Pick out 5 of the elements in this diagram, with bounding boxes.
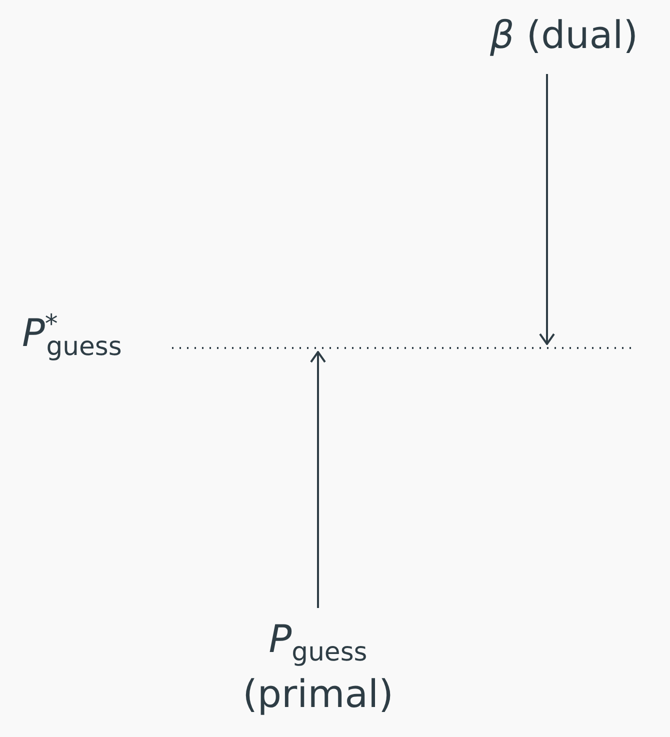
variable-label: P$_{guess}$ (primal) (198, 612, 438, 730)
dotted-line (172, 344, 634, 352)
arrow (310, 351, 326, 608)
arrow (539, 74, 555, 345)
variable-label: β (dual) (466, 8, 662, 70)
